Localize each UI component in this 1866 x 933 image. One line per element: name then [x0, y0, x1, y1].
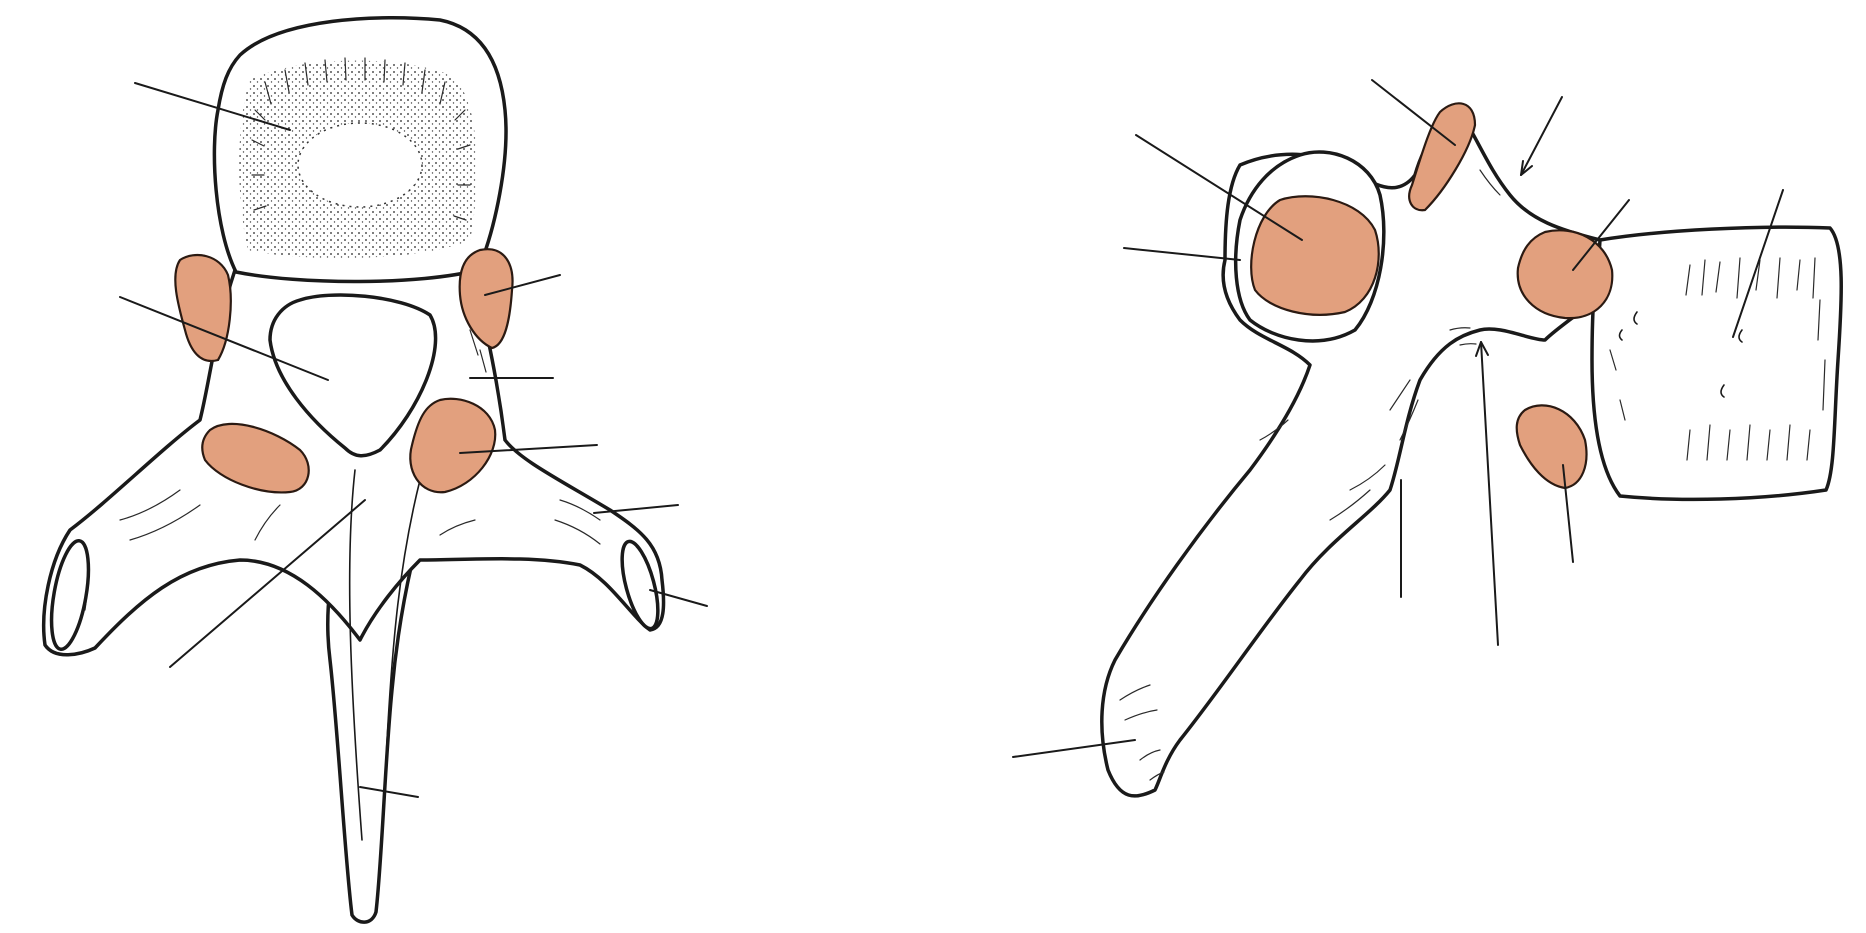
superior-articular-facet-lateral — [1250, 195, 1380, 316]
central-spongy-area — [297, 122, 423, 208]
foramen-mark — [1618, 329, 1623, 341]
ring-apophysis-hatching — [251, 57, 471, 221]
leader-line — [1732, 189, 1784, 338]
lateral-view — [1012, 79, 1843, 798]
superior-costal-facet-lateral — [1516, 229, 1614, 320]
leader-line — [1371, 79, 1456, 146]
leader-line — [1123, 247, 1241, 261]
foramen-mark — [1720, 384, 1725, 398]
leader-line — [484, 274, 561, 296]
arrowhead — [1475, 341, 1489, 357]
leader-lines-superior — [119, 82, 708, 798]
leader-line — [359, 786, 419, 798]
superior-articular-facet-right — [409, 397, 497, 494]
transverse-costal-facet-lateral — [1408, 102, 1477, 212]
vertebral-arch-superior — [41, 260, 666, 657]
leader-line — [169, 499, 366, 668]
costal-facet-left — [174, 253, 232, 363]
foramen-mark — [1633, 311, 1638, 325]
leader-line — [134, 82, 291, 131]
vertebral-arch-lateral — [1100, 117, 1602, 798]
spine-ridge-line — [348, 469, 363, 841]
leader-line — [1135, 134, 1303, 241]
arrowhead — [1520, 160, 1533, 176]
costal-facet-right — [458, 248, 514, 350]
vertebral-body-lateral — [1590, 225, 1843, 502]
leader-line — [1480, 341, 1499, 646]
transverse-process-tip-right — [620, 539, 660, 631]
transverse-process-tip-left — [49, 539, 91, 651]
vertebral-foramen — [268, 293, 438, 458]
leader-line — [649, 589, 708, 607]
leader-line — [1520, 96, 1563, 176]
foramen-mark — [1738, 329, 1743, 343]
leader-line — [1572, 199, 1630, 271]
leader-line — [593, 504, 679, 514]
arch-lateral-hatching — [1119, 169, 1501, 781]
leader-line — [119, 296, 329, 381]
lamina-ridge-line — [385, 479, 421, 761]
superior-view — [41, 16, 708, 924]
leader-line — [459, 444, 598, 454]
body-lateral-hatching — [1609, 257, 1826, 461]
leader-lines-lateral — [1012, 79, 1784, 758]
superior-articular-facet-left — [201, 422, 310, 494]
leader-line — [1562, 464, 1574, 563]
inferior-costal-facet-lateral — [1515, 404, 1588, 490]
leader-line — [1012, 739, 1136, 758]
